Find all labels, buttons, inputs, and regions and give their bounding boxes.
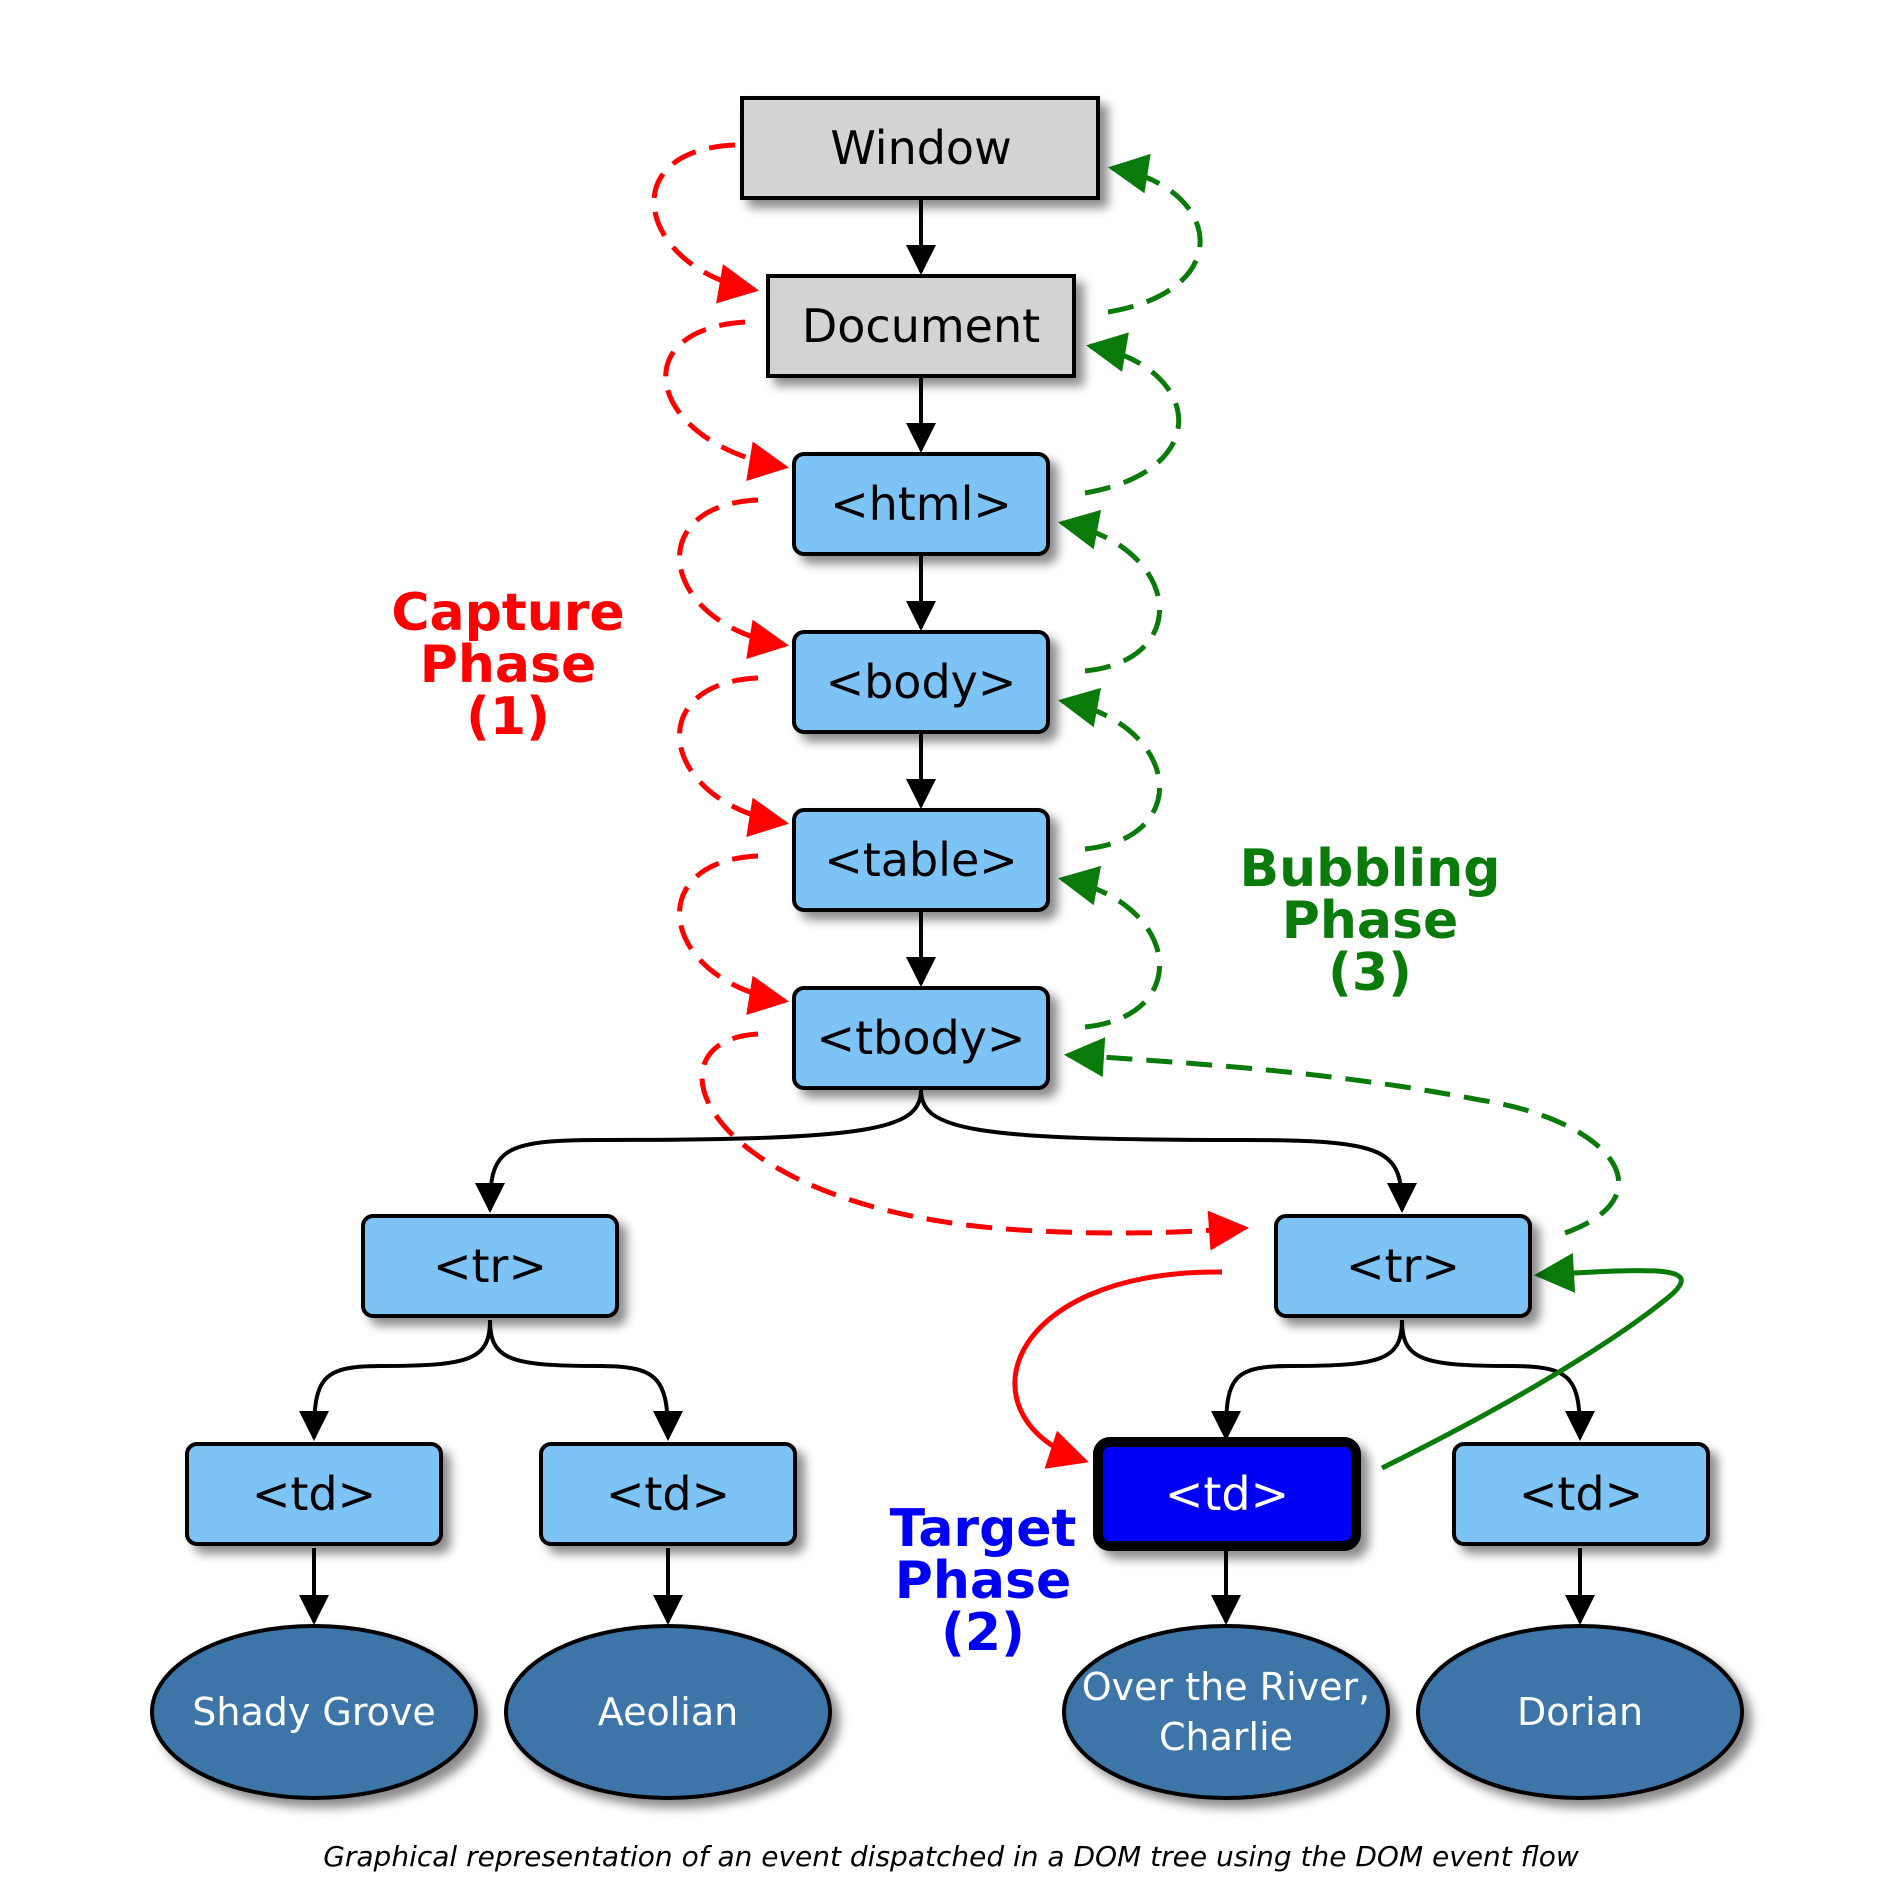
target-phase-label: Target Phase (2) [890,1499,1077,1663]
capture-arrow-html-body [677,497,789,660]
node-td-2-label: <td> [606,1467,730,1521]
bubbling-arrow-tr-tbody [1064,1037,1622,1236]
tree-edges [299,200,1595,1625]
node-window-box [740,96,1100,200]
leaf-3: Over the River, Charlie [1062,1624,1390,1800]
edge-trleft-td1 [299,1319,492,1441]
node-window: Window [740,96,1100,200]
leaf-2: Aeolian [504,1624,832,1800]
node-td-target-box [1093,1437,1361,1551]
node-body: <body> [792,630,1050,734]
node-td-target-label: <td> [1165,1467,1289,1521]
capture-arrow-window-document [651,142,759,304]
node-tbody-label: <tbody> [817,1011,1026,1065]
bubbling-arrow-tbody-table [1058,865,1163,1030]
node-tbody-box [792,986,1050,1090]
capture-arrow-tbody-tr [699,1031,1249,1251]
node-td-1-box [185,1442,443,1546]
leaf-4-label: Dorian [1517,1690,1643,1734]
capture-arrow-body-table [677,675,789,838]
node-table-box [792,808,1050,912]
target-phase-line-1: Target [890,1499,1077,1559]
node-tr-left-label: <tr> [433,1239,547,1293]
node-tr-left-box [361,1214,619,1318]
bubbling-arrow-body-html [1058,509,1163,674]
leaf-1-shape [150,1624,478,1800]
leaf-3-label-line-2: Charlie [1159,1715,1293,1759]
node-tbody: <tbody> [792,986,1050,1090]
node-td-2: <td> [539,1442,797,1546]
node-html-box [792,452,1050,556]
edge-trleft-td2 [488,1319,683,1441]
bubbling-arrow-document-window [1107,153,1203,315]
capture-arrow-tr-target [1012,1269,1223,1469]
node-document-box [766,274,1076,378]
bubbling-phase-line-1: Bubbling [1240,839,1501,899]
node-html: <html> [792,452,1050,556]
leaf-3-shape [1062,1624,1390,1800]
node-td-1-label: <td> [252,1467,376,1521]
capture-phase-line-1: Capture [391,583,624,643]
node-tr-right-label: <tr> [1346,1239,1460,1293]
target-phase-line-2: Phase [895,1551,1071,1611]
leaf-3-label-line-1: Over the River, [1082,1665,1370,1709]
node-td-4-box [1452,1442,1710,1546]
node-tr-left: <tr> [361,1214,619,1318]
leaf-1: Shady Grove [150,1624,478,1800]
node-document-label: Document [802,299,1040,353]
figure-caption: Graphical representation of an event dis… [323,1840,1579,1873]
bubbling-phase-label: Bubbling Phase (3) [1240,839,1501,1003]
bubbling-phase-line-2: Phase [1282,891,1458,951]
node-document: Document [766,274,1076,378]
capture-arrows [651,142,1249,1251]
node-html-label: <html> [830,477,1012,531]
leaf-4: Dorian [1416,1624,1744,1800]
bubbling-arrow-table-body [1058,687,1163,852]
capture-arrow-document-html [663,319,789,481]
node-window-label: Window [830,121,1011,175]
node-td-4-label: <td> [1519,1467,1643,1521]
capture-phase-label: Capture Phase (1) [391,583,624,747]
node-body-label: <body> [826,655,1017,709]
node-td-2-box [539,1442,797,1546]
leaf-2-label: Aeolian [598,1690,738,1734]
leaf-4-shape [1416,1624,1744,1800]
edge-tbody-tr-right [919,1089,1417,1213]
node-tr-right-box [1274,1214,1532,1318]
bubbling-arrow-target-tr [1380,1252,1684,1471]
capture-phase-line-3: (1) [466,687,550,747]
node-td-4: <td> [1452,1442,1710,1546]
bubbling-arrow-html-document [1084,332,1182,496]
bubbling-arrows [1058,153,1622,1236]
node-td-target: <td> [1093,1437,1361,1551]
edge-trright-tdtarget [1211,1319,1404,1441]
node-tr-right: <tr> [1274,1214,1532,1318]
node-td-1: <td> [185,1442,443,1546]
leaf-1-label: Shady Grove [192,1690,436,1734]
node-table-label: <table> [824,833,1018,887]
capture-arrow-table-tbody [677,853,789,1016]
capture-phase-line-2: Phase [420,635,596,695]
bubbling-phase-line-3: (3) [1328,943,1412,1003]
node-body-box [792,630,1050,734]
edge-tbody-tr-left [475,1089,923,1213]
leaf-2-shape [504,1624,832,1800]
target-phase-line-3: (2) [941,1603,1025,1663]
edge-trright-td4 [1400,1319,1595,1441]
node-table: <table> [792,808,1050,912]
